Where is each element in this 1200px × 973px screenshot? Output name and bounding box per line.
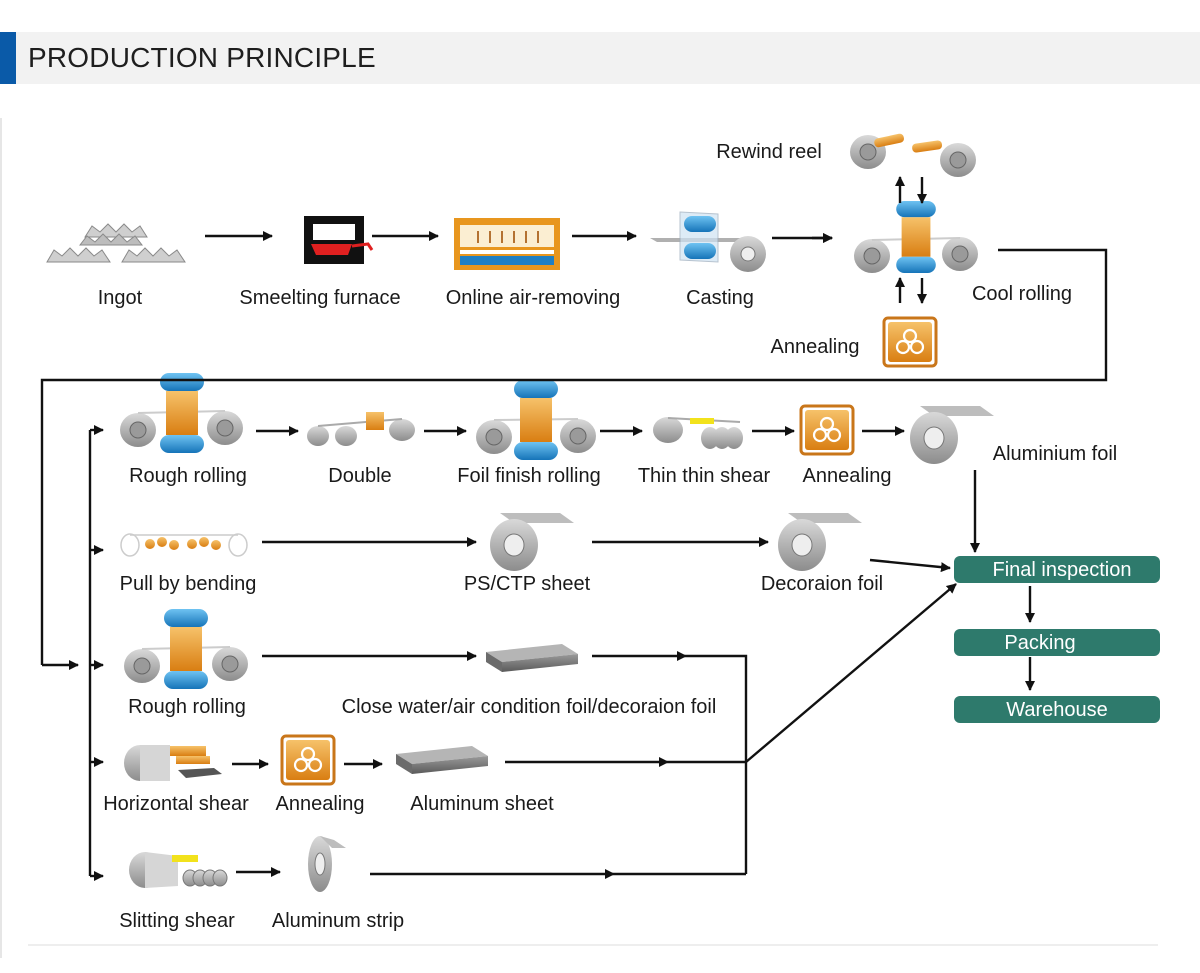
warehouse-box: Warehouse <box>954 696 1160 723</box>
close-water-foil-sheet-icon <box>486 644 578 672</box>
ingot-icon <box>46 223 186 263</box>
ingot-label: Ingot <box>98 287 143 309</box>
rough-rolling-label-2: Rough rolling <box>128 696 246 718</box>
pull-by-bending-label: Pull by bending <box>120 573 257 595</box>
annealing-furnace-icon-2 <box>799 404 855 456</box>
rough-rolling-icon-2 <box>123 609 249 689</box>
pull-bending-icon <box>120 533 248 557</box>
decoraion-foil-label: Decoraion foil <box>761 573 883 595</box>
packing-box: Packing <box>954 629 1160 656</box>
header-bar: PRODUCTION PRINCIPLE <box>0 32 1200 84</box>
aluminium-foil-label: Aluminium foil <box>993 443 1117 465</box>
aluminum-strip-label: Aluminum strip <box>272 910 404 932</box>
smelting-furnace-label: Smeelting furnace <box>239 287 400 309</box>
decoration-foil-coil-icon <box>777 512 863 572</box>
cool-rolling-label: Cool rolling <box>972 283 1072 305</box>
casting-label: Casting <box>686 287 754 309</box>
header-accent-bar <box>0 32 16 84</box>
casting-icon <box>650 211 766 272</box>
ps-ctp-sheet-label: PS/CTP sheet <box>464 573 591 595</box>
foil-finish-rolling-label: Foil finish rolling <box>457 465 600 487</box>
aluminum-sheet-icon <box>396 746 488 774</box>
annealing-label-2: Annealing <box>803 465 892 487</box>
close-water-foil-label: Close water/air condition foil/decoraion… <box>342 696 717 718</box>
slitting-shear-icon <box>129 852 228 888</box>
online-air-removing-label: Online air-removing <box>446 287 621 309</box>
air-removing-icon <box>454 218 560 270</box>
ps-ctp-sheet-coil-icon <box>489 512 575 572</box>
annealing-furnace-icon-top <box>882 316 938 368</box>
horizontal-shear-icon <box>124 745 222 781</box>
aluminium-foil-coil-icon <box>909 405 995 465</box>
foil-finish-rolling-icon <box>475 380 597 460</box>
rough-rolling-label-1: Rough rolling <box>129 465 247 487</box>
final-inspection-label: Final inspection <box>993 559 1132 581</box>
flow-connectors <box>40 176 1108 881</box>
aluminum-strip-icon <box>308 836 346 892</box>
cool-rolling-icon <box>853 200 979 274</box>
annealing-label-top: Annealing <box>771 336 860 358</box>
frame-bottom-border <box>28 944 1158 946</box>
frame-left-border <box>0 118 2 958</box>
aluminum-sheet-label: Aluminum sheet <box>410 793 554 815</box>
horizontal-shear-label: Horizontal shear <box>103 793 249 815</box>
annealing-furnace-icon-3 <box>280 734 336 786</box>
slitting-shear-label: Slitting shear <box>119 910 235 932</box>
final-inspection-box: Final inspection <box>954 556 1160 583</box>
rough-rolling-icon-1 <box>119 373 244 453</box>
rewind-reel-icon <box>849 133 977 178</box>
thin-thin-shear-label: Thin thin shear <box>638 465 771 487</box>
thin-shear-icon <box>653 417 743 449</box>
smelting-furnace-icon <box>304 216 374 264</box>
annealing-label-3: Annealing <box>276 793 365 815</box>
double-icon <box>307 412 415 446</box>
double-label: Double <box>328 465 391 487</box>
packing-label: Packing <box>1004 632 1075 654</box>
page-title: PRODUCTION PRINCIPLE <box>28 42 376 73</box>
rewind-reel-label: Rewind reel <box>716 141 822 163</box>
warehouse-label: Warehouse <box>1006 699 1108 721</box>
